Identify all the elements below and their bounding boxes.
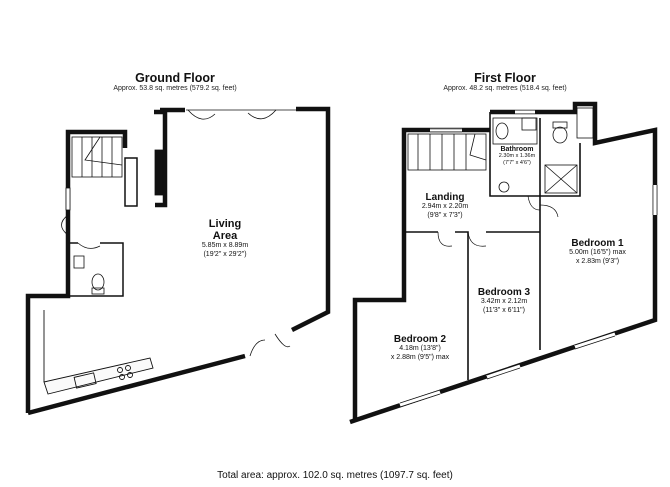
ensuite-fixtures (544, 107, 594, 194)
ground-floor-stairs (71, 136, 164, 207)
landing-label: Landing 2.94m x 2.20m (9'8" x 7'3") (421, 192, 469, 219)
ground-floor-outer-walls (25, 106, 331, 416)
ground-floor-top-doors (186, 109, 296, 120)
bathroom-fixtures (492, 110, 538, 193)
living-area-label: Living Area 5.85m x 8.89m (19'2" x 29'2"… (180, 218, 270, 259)
bathroom-label: Bathroom 2.30m x 1.36m (7'7" x 4'6") (498, 146, 536, 166)
first-floor-plan (349, 101, 658, 425)
ground-floor-wc (68, 242, 124, 297)
living-area-name-2: Area (212, 230, 238, 242)
ground-floor-side-door (61, 187, 71, 236)
ground-floor-area: Approx. 53.8 sq. metres (579.2 sq. feet) (113, 85, 237, 92)
living-area-name-1: Living (208, 218, 242, 230)
bedroom-2-label: Bedroom 2 4.18m (13'8") x 2.88m (9'5") m… (390, 334, 450, 361)
first-floor-area: Approx. 48.2 sq. metres (518.4 sq. feet) (443, 85, 567, 92)
kitchen-counter (43, 310, 154, 395)
living-area-dimensions: 5.85m x 8.89m (19'2" x 29'2") (201, 242, 249, 258)
bedroom-3-label: Bedroom 3 3.42m x 2.12m (11'3" x 6'11") (477, 287, 531, 314)
first-floor-title: First Floor (474, 71, 536, 85)
ground-floor-plan (25, 106, 331, 416)
first-floor-stairs (407, 128, 487, 171)
ground-floor-title: Ground Floor (135, 71, 215, 85)
total-area: Total area: approx. 102.0 sq. metres (10… (217, 470, 453, 481)
bedroom-1-label: Bedroom 1 5.00m (16'5") max x 2.83m (9'3… (569, 238, 626, 265)
first-floor-windows (399, 185, 658, 408)
ground-floor-garden-door (249, 333, 291, 357)
first-floor-doors (437, 195, 559, 247)
